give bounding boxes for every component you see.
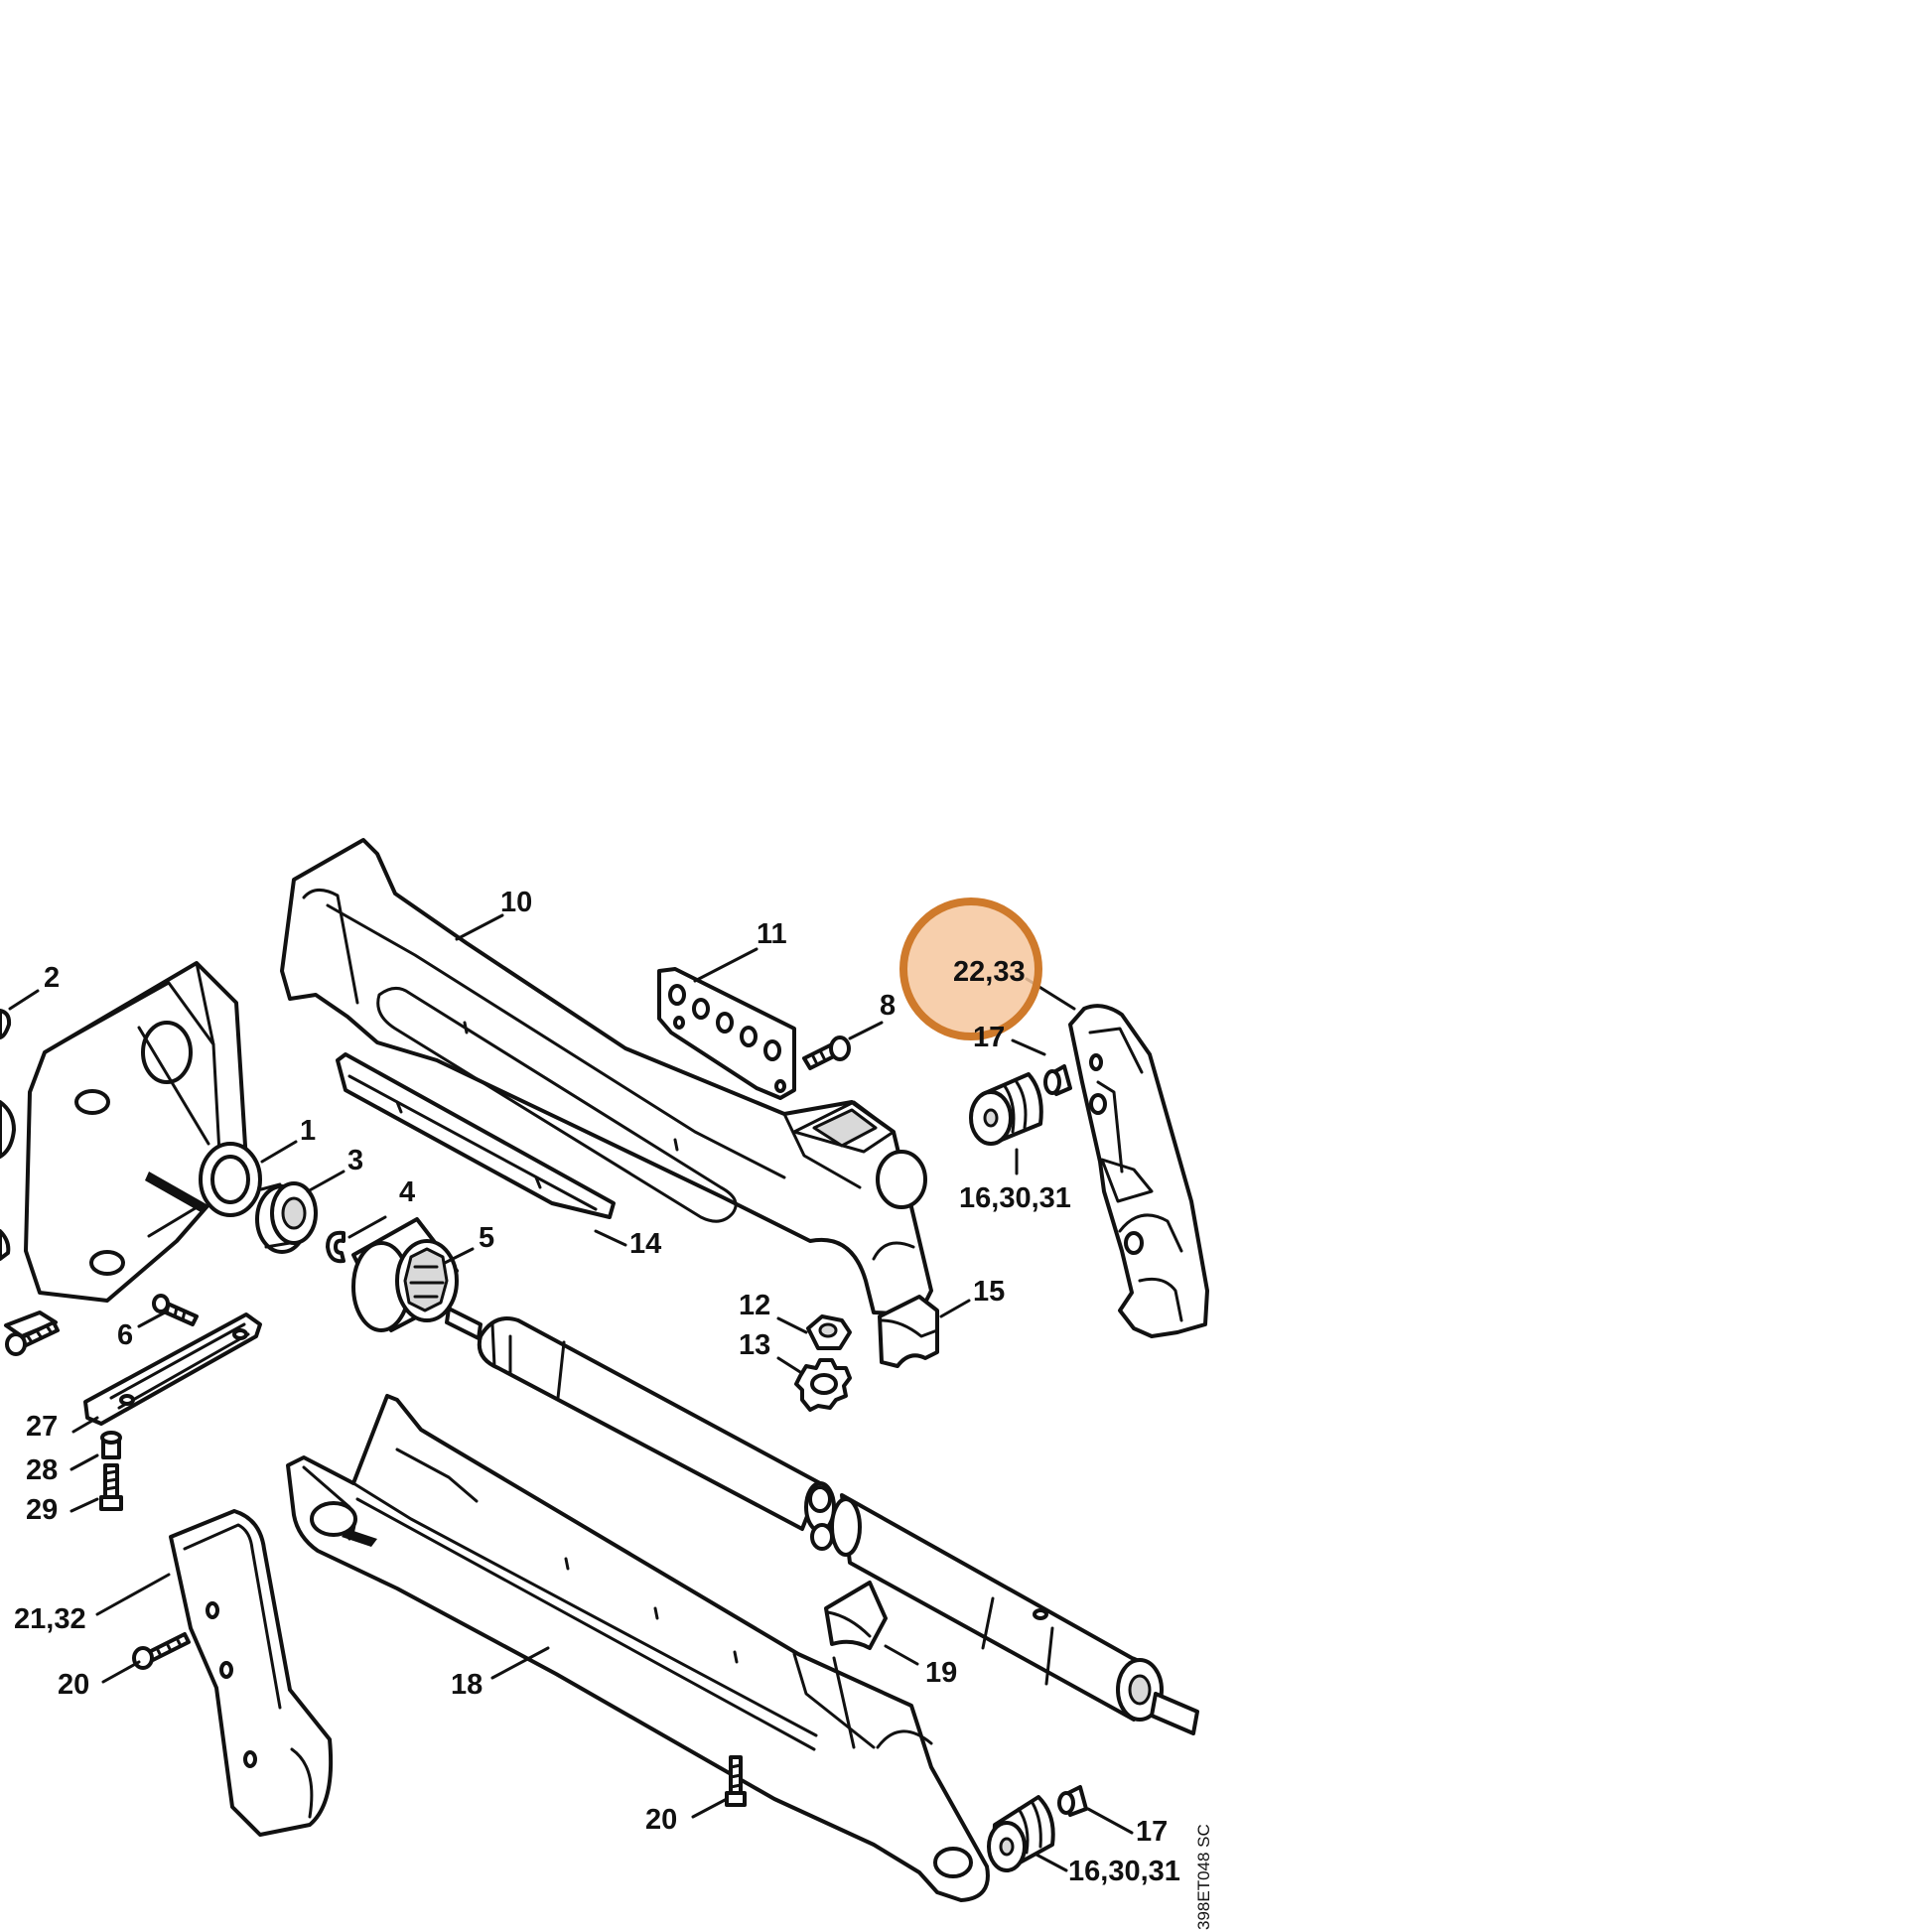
callout-15: 15 — [973, 1276, 1005, 1308]
callout-28: 28 — [26, 1454, 58, 1486]
part-10-top-frame — [280, 838, 933, 1316]
highlight-marker — [899, 897, 1042, 1040]
callout-17-upper: 17 — [973, 1022, 1005, 1053]
callout-14: 14 — [629, 1228, 661, 1260]
part-21-grip — [169, 1509, 334, 1837]
part-1-housing — [24, 961, 262, 1303]
drawing-code: 398ET048 SC — [1194, 1824, 1213, 1930]
callout-4: 4 — [399, 1176, 415, 1208]
callout-19: 19 — [925, 1657, 957, 1689]
callout-11: 11 — [757, 918, 787, 950]
part-20-screw-left — [132, 1632, 191, 1670]
part-5-clutch-drum — [351, 1217, 459, 1332]
callout-labels: 2 1 3 4 5 6 10 11 8 17 16,30,31 12 13 14… — [14, 887, 1180, 1887]
callout-8: 8 — [880, 990, 896, 1022]
part-15-wedge — [878, 1295, 939, 1368]
left-bolt — [5, 1320, 60, 1356]
part-19-wedge — [824, 1581, 888, 1650]
callout-20-lower: 20 — [645, 1804, 677, 1836]
part-27-clamp — [83, 1312, 262, 1426]
callout-17-lower: 17 — [1136, 1816, 1168, 1848]
tube-coupling — [808, 1485, 834, 1551]
part-16-av-element-upper — [969, 1072, 1043, 1146]
callout-3: 3 — [347, 1145, 363, 1176]
part-3-bearing — [255, 1181, 318, 1254]
part-14-guard-strip — [336, 1052, 616, 1219]
part-16-av-element-lower — [987, 1795, 1055, 1872]
leader-lines — [8, 913, 1134, 1872]
part-13-lock-washer — [794, 1358, 852, 1412]
part-6-bolt — [152, 1294, 199, 1326]
callout-2: 2 — [44, 962, 60, 994]
part-20-screw-lower — [725, 1755, 747, 1807]
callout-6: 6 — [117, 1319, 133, 1351]
part-11-plate — [657, 967, 796, 1100]
callout-5: 5 — [479, 1222, 494, 1254]
part-28-sleeve — [100, 1431, 122, 1459]
highlight-label: 22,33 — [953, 956, 1026, 988]
callout-13: 13 — [739, 1329, 770, 1361]
callout-10: 10 — [500, 887, 532, 918]
callout-16-lower: 16,30,31 — [1068, 1856, 1180, 1887]
callout-27: 27 — [26, 1411, 58, 1443]
callout-20-left: 20 — [58, 1669, 89, 1701]
part-12-nut — [806, 1314, 852, 1350]
callout-21-32: 21,32 — [14, 1603, 86, 1635]
part-17-sleeve-lower — [1057, 1785, 1088, 1817]
part-17-sleeve-upper — [1043, 1064, 1072, 1096]
callout-12: 12 — [739, 1290, 770, 1321]
part-29-screw — [99, 1463, 123, 1511]
callout-18: 18 — [451, 1669, 483, 1701]
callout-29: 29 — [26, 1494, 58, 1526]
drive-shaft-tube — [445, 1307, 1199, 1735]
part-22-right-grip — [1068, 1004, 1209, 1338]
part-18-lower-frame — [286, 1394, 990, 1902]
part-4-circlip — [326, 1230, 345, 1264]
part-8-screw — [802, 1035, 851, 1070]
callout-16-upper: 16,30,31 — [959, 1182, 1071, 1214]
callout-1: 1 — [300, 1115, 316, 1147]
